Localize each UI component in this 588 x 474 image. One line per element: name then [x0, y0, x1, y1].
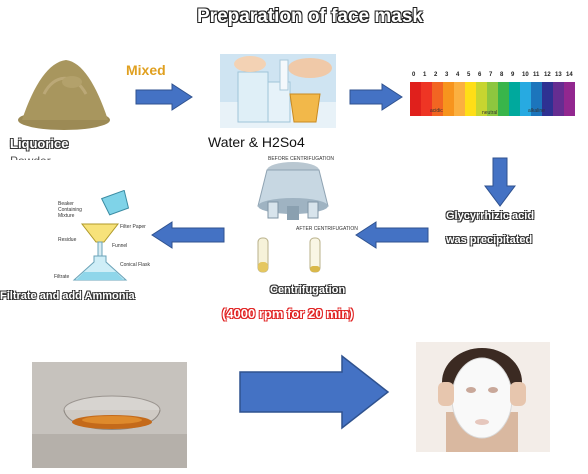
ph-cell: 10 [520, 72, 531, 116]
ph-number: 5 [467, 72, 471, 78]
filter-containing-label: Containing [58, 207, 82, 213]
arrow-right-2 [349, 83, 403, 111]
centrifuge-image [257, 162, 329, 273]
ph-number: 9 [511, 72, 515, 78]
ph-acidic-label: acidic [430, 108, 443, 114]
glycyrrhizic-label-line2: was precipitated [446, 234, 533, 246]
arrow-right-1 [135, 83, 193, 111]
big-arrow-right [239, 354, 390, 430]
ph-cell: 5 [465, 72, 476, 116]
ph-number: 11 [533, 72, 540, 78]
ph-cell: 6 [476, 72, 487, 116]
arrow-left-1 [355, 221, 429, 249]
water-acid-label: Water & H2So4 [208, 134, 305, 150]
ph-cell: 8 [498, 72, 509, 116]
ph-number: 8 [500, 72, 504, 78]
ph-cell: 11 [531, 72, 542, 116]
liquorice-label: Liquorice [10, 136, 69, 151]
ph-number: 13 [555, 72, 562, 78]
arrow-down [484, 157, 516, 207]
face-mask-photo [416, 342, 550, 452]
ph-cell: 9 [509, 72, 520, 116]
ph-cell: 4 [454, 72, 465, 116]
ph-number: 1 [423, 72, 427, 78]
filter-residue-label: Residue [58, 237, 77, 243]
filter-beaker-label: Beaker [58, 201, 74, 207]
centrifuge-after-label: AFTER CENTRIFUGATION [296, 226, 358, 232]
ph-cell: 1 [421, 72, 432, 116]
ph-neutral-label: neutral [482, 110, 498, 116]
ph-cell: 3 [443, 72, 454, 116]
rpm-label: (4000 rpm for 20 min) [222, 306, 354, 321]
centrifugation-label: Centrifugation [270, 284, 346, 296]
ph-number: 3 [445, 72, 449, 78]
ph-number: 4 [456, 72, 460, 78]
liquorice-powder-image [18, 60, 110, 130]
arrow-left-2 [151, 221, 225, 249]
ph-number: 14 [566, 72, 573, 78]
centrifuge-top-label: BEFORE CENTRIFUGATION [268, 156, 335, 162]
mixed-label: Mixed [126, 62, 166, 78]
ph-cell: 0 [410, 72, 421, 116]
ph-number: 12 [544, 72, 551, 78]
ph-number: 7 [489, 72, 493, 78]
filter-filtrate-label: Filtrate [54, 274, 70, 280]
water-acid-photo [220, 54, 336, 128]
glycyrrhizic-label-line1: Glycyrrhizic acid [446, 210, 535, 222]
ph-cell: 2 [432, 72, 443, 116]
ph-alkaline-label: alkaline [528, 108, 545, 114]
filter-funnel-label: Funnel [112, 243, 128, 249]
liquorice-sub-label: Powder [10, 154, 100, 160]
ph-cell: 12 [542, 72, 553, 116]
ph-number: 0 [412, 72, 416, 78]
filtrate-ammonia-label: Filtrate and add Ammonia [0, 290, 135, 302]
filter-flask-label: Conical Flask [120, 262, 151, 268]
ph-cell: 13 [553, 72, 564, 116]
filter-paper-label: Filter Paper [120, 224, 146, 230]
ph-number: 10 [522, 72, 529, 78]
ph-number: 2 [434, 72, 438, 78]
bowl-photo [32, 362, 187, 468]
ph-cell: 7 [487, 72, 498, 116]
ph-number: 6 [478, 72, 482, 78]
page-title: Preparation of face mask [197, 6, 423, 27]
ph-cell: 14 [564, 72, 575, 116]
filter-mixture-label: Mixture [58, 213, 75, 219]
filtration-diagram [72, 190, 130, 281]
